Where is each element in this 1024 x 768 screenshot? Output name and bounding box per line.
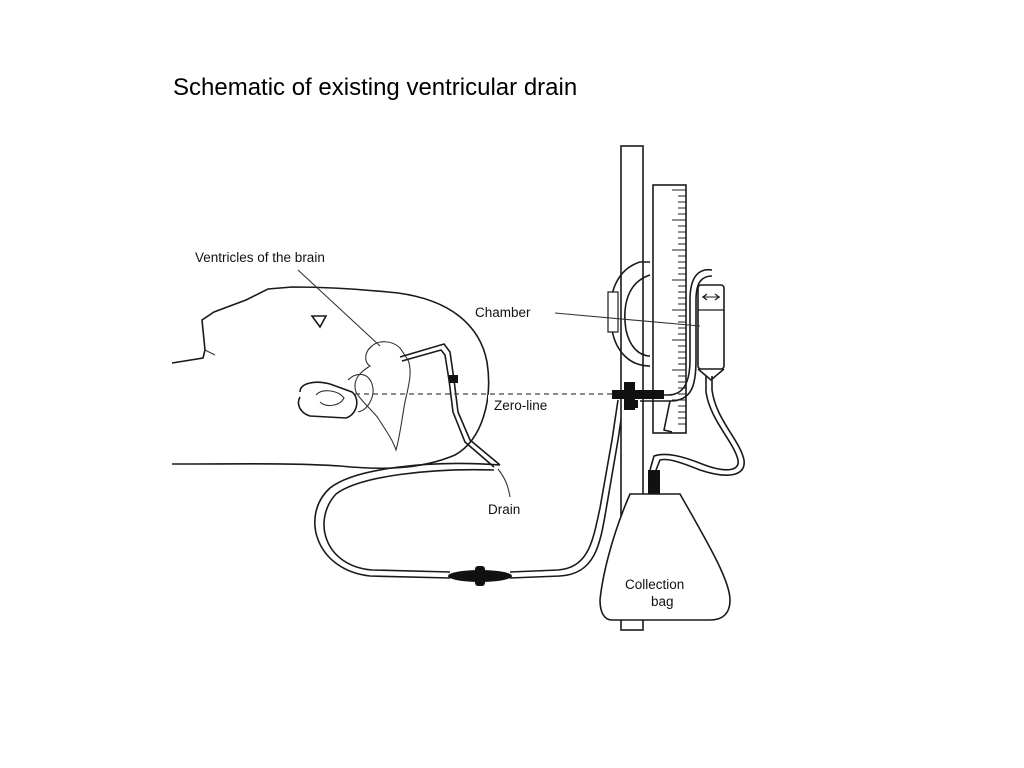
drip-chamber	[697, 284, 725, 382]
label-ventricles: Ventricles of the brain	[195, 250, 325, 265]
label-collection-bag-line1: Collection	[625, 577, 684, 592]
label-chamber: Chamber	[475, 305, 531, 320]
drain-tubing	[314, 399, 625, 579]
slide-title: Schematic of existing ventricular drain	[173, 74, 578, 101]
label-leaders	[297, 269, 701, 498]
label-collection-bag-line2: bag	[651, 594, 674, 609]
chamber-bracket	[607, 261, 651, 367]
drain-catheter	[399, 343, 501, 468]
label-drain: Drain	[488, 502, 520, 517]
label-zero-line: Zero-line	[494, 398, 547, 413]
eye	[310, 315, 328, 329]
brain-ventricles	[347, 341, 411, 452]
chamber-tubing	[640, 268, 745, 476]
pole-clamp	[612, 382, 664, 410]
head-profile	[171, 286, 490, 470]
ear	[297, 381, 358, 419]
collection-bag	[599, 470, 731, 621]
tubing-clamp	[448, 566, 512, 586]
